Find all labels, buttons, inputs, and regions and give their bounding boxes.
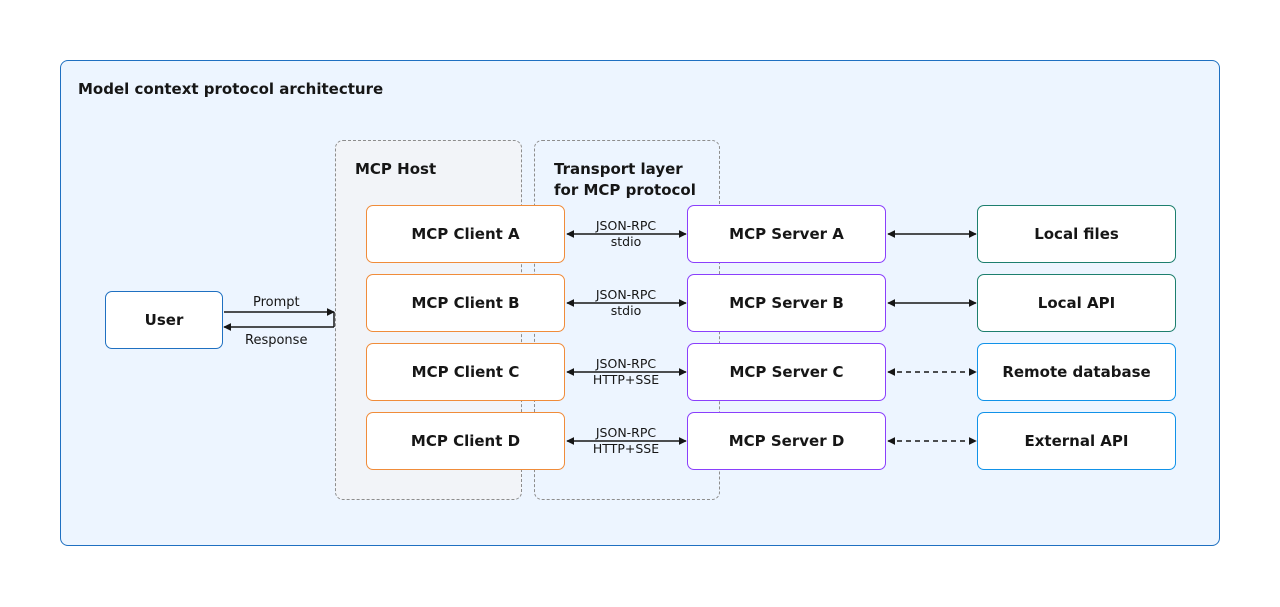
transport-label-d: HTTP+SSE	[592, 441, 660, 456]
mcp-client-b: MCP Client B	[366, 274, 565, 332]
protocol-label-a: JSON-RPC	[595, 218, 657, 233]
resource-remote-database: Remote database	[977, 343, 1176, 401]
mcp-server-d: MCP Server D	[687, 412, 886, 470]
mcp-server-a: MCP Server A	[687, 205, 886, 263]
user-node: User	[105, 291, 223, 349]
transport-layer-subtitle: for MCP protocol	[554, 181, 696, 199]
resource-local-api: Local API	[977, 274, 1176, 332]
resource-local-files: Local files	[977, 205, 1176, 263]
protocol-label-b: JSON-RPC	[595, 287, 657, 302]
response-label: Response	[245, 333, 308, 348]
resource-external-api: External API	[977, 412, 1176, 470]
transport-layer-title: Transport layer	[554, 160, 683, 178]
prompt-label: Prompt	[253, 295, 300, 310]
transport-label-b: stdio	[610, 303, 642, 318]
mcp-client-d: MCP Client D	[366, 412, 565, 470]
transport-label-c: HTTP+SSE	[592, 372, 660, 387]
mcp-server-b: MCP Server B	[687, 274, 886, 332]
mcp-server-c: MCP Server C	[687, 343, 886, 401]
protocol-label-c: JSON-RPC	[595, 356, 657, 371]
mcp-host-title: MCP Host	[355, 160, 437, 178]
mcp-client-a: MCP Client A	[366, 205, 565, 263]
protocol-label-d: JSON-RPC	[595, 425, 657, 440]
transport-label-a: stdio	[610, 234, 642, 249]
mcp-client-c: MCP Client C	[366, 343, 565, 401]
diagram-title: Model context protocol architecture	[78, 80, 384, 98]
